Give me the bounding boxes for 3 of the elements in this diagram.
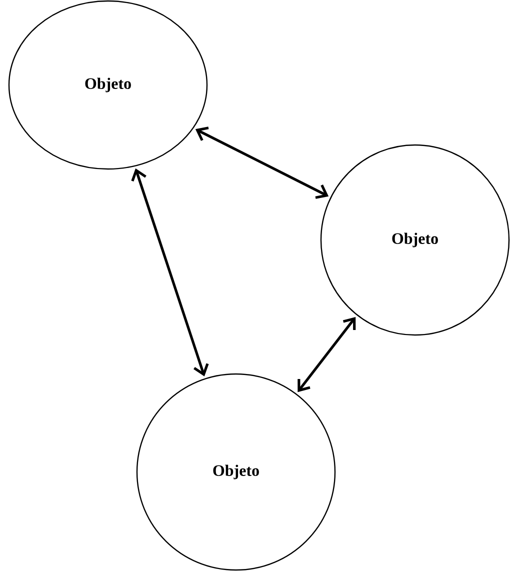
- double-arrow: [131, 168, 209, 376]
- double-arrow: [298, 316, 356, 392]
- double-arrow: [195, 126, 329, 199]
